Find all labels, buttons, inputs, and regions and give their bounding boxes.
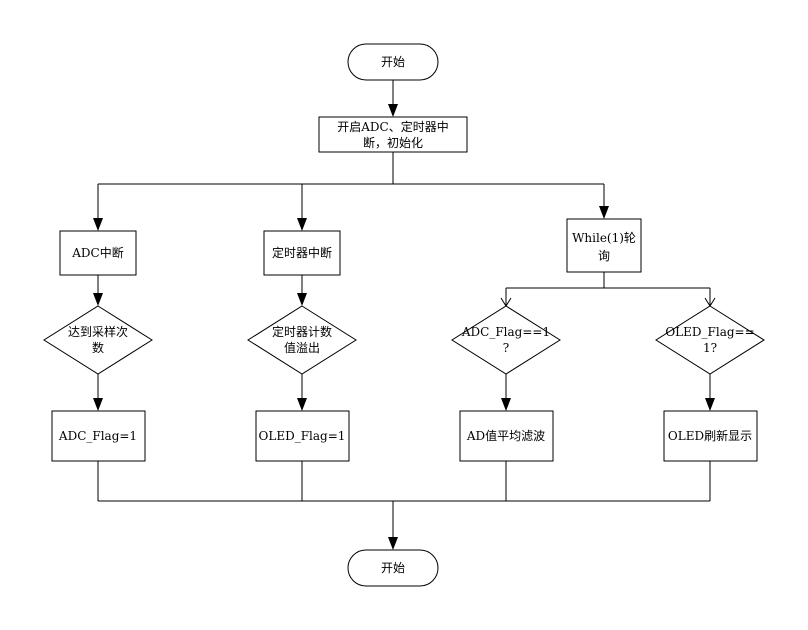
average-filter-label: AD值平均滤波 bbox=[466, 428, 545, 443]
arrowhead-timer-action bbox=[297, 398, 307, 411]
oled-flag-label: OLED_Flag=1 bbox=[259, 429, 346, 443]
adc-flag-process: ADC_Flag=1 bbox=[51, 410, 146, 462]
timer-interrupt-label: 定时器中断 bbox=[272, 245, 332, 260]
adc-decision-line1: 达到采样次 bbox=[68, 324, 128, 339]
arrowhead-adc-interrupt bbox=[93, 218, 103, 231]
oled-refresh-process: OLED刷新显示 bbox=[663, 410, 758, 462]
oled-check-line2: 1? bbox=[703, 341, 717, 355]
timer-decision-line2: 值溢出 bbox=[284, 340, 320, 355]
timer-interrupt-process: 定时器中断 bbox=[263, 230, 341, 276]
arrowhead-timer-decision bbox=[297, 293, 307, 306]
oled-flag-check-decision: OLED_Flag== 1? bbox=[655, 305, 765, 375]
connectors bbox=[93, 80, 716, 550]
oled-check-line1: OLED_Flag== bbox=[665, 325, 754, 339]
start-label: 开始 bbox=[381, 55, 405, 69]
loop-label-line1: While(1)轮 bbox=[572, 231, 636, 245]
init-label-line2: 断，初始化 bbox=[363, 135, 423, 150]
arrowhead-init bbox=[388, 104, 398, 117]
timer-decision-line1: 定时器计数 bbox=[272, 324, 332, 339]
end-terminator: 开始 bbox=[347, 549, 439, 587]
arrowhead-timer-interrupt bbox=[297, 218, 307, 231]
adc-count-decision: 达到采样次 数 bbox=[43, 305, 153, 375]
arrowhead-adc-action bbox=[93, 398, 103, 411]
adc-check-line2: ? bbox=[503, 341, 509, 355]
timer-overflow-decision: 定时器计数 值溢出 bbox=[247, 305, 357, 375]
arrowhead-adc-decision bbox=[93, 293, 103, 306]
arrowhead-loop bbox=[599, 206, 609, 219]
init-process: 开启ADC、定时器中 断，初始化 bbox=[318, 116, 468, 153]
adc-flag-check-decision: ADC_Flag==1 ? bbox=[451, 305, 561, 375]
average-filter-process: AD值平均滤波 bbox=[459, 410, 554, 462]
loop-label-line2: 询 bbox=[598, 249, 610, 263]
end-label: 开始 bbox=[381, 561, 405, 575]
adc-check-line1: ADC_Flag==1 bbox=[461, 325, 550, 339]
adc-interrupt-label: ADC中断 bbox=[71, 245, 123, 260]
init-label-line1: 开启ADC、定时器中 bbox=[337, 119, 448, 134]
adc-decision-line2: 数 bbox=[92, 340, 104, 355]
while-loop-process: While(1)轮 询 bbox=[566, 218, 642, 273]
adc-interrupt-process: ADC中断 bbox=[59, 230, 137, 276]
arrowhead-refresh-action bbox=[705, 398, 715, 411]
adc-flag-label: ADC_Flag=1 bbox=[58, 429, 137, 443]
arrowhead-end bbox=[388, 537, 398, 550]
arrowhead-filter-action bbox=[501, 398, 511, 411]
oled-flag-process: OLED_Flag=1 bbox=[255, 410, 350, 462]
start-terminator: 开始 bbox=[347, 43, 439, 81]
oled-refresh-label: OLED刷新显示 bbox=[668, 428, 752, 443]
